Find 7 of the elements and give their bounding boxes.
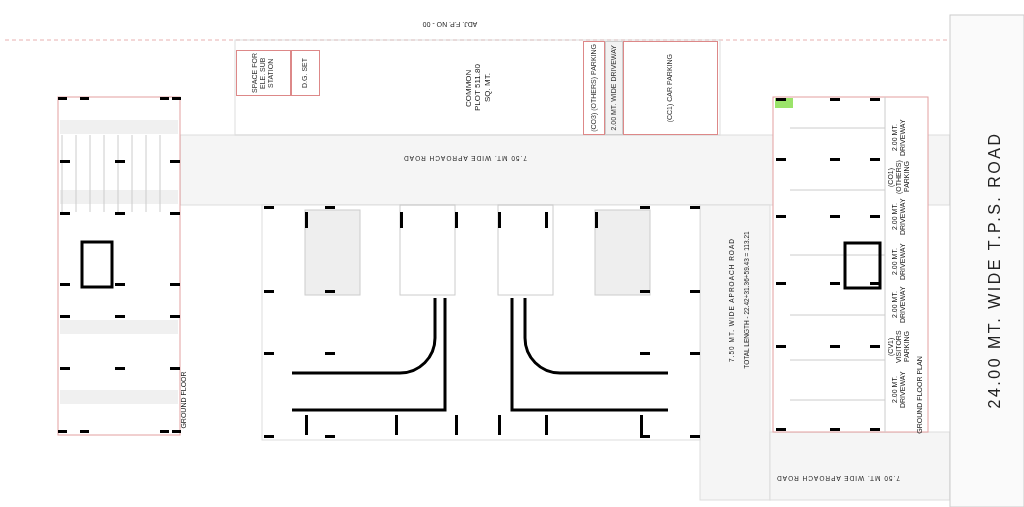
substation-box [236, 50, 291, 96]
generator-box [291, 50, 320, 96]
driveway-strip [605, 41, 623, 135]
car-parking-area [623, 41, 718, 135]
road-label: 24.00 MT. WIDE T.P.S. ROAD [985, 131, 1004, 409]
plot-area-label: COMMON PLOT 511.80 SQ. MT. [464, 63, 492, 114]
parking-strip [583, 41, 605, 135]
